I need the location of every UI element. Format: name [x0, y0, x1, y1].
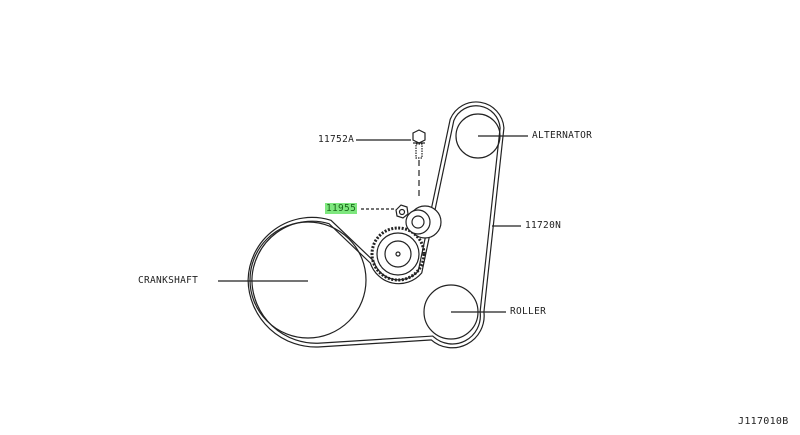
crankshaft-pulley[interactable]: [249, 221, 367, 339]
bolt: [412, 129, 426, 200]
label-crankshaft: CRANKSHAFT: [138, 275, 199, 286]
diagram-code: J117010B: [738, 416, 789, 427]
label-bolt[interactable]: 11752A: [318, 134, 355, 145]
drive-belt[interactable]: [247, 101, 505, 349]
label-alternator: ALTERNATOR: [532, 130, 593, 141]
label-belt[interactable]: 11720N: [525, 220, 562, 231]
tensioner-assembly[interactable]: [370, 204, 442, 282]
label-roller: ROLLER: [510, 306, 547, 317]
label-tensioner[interactable]: 11955: [325, 203, 358, 214]
